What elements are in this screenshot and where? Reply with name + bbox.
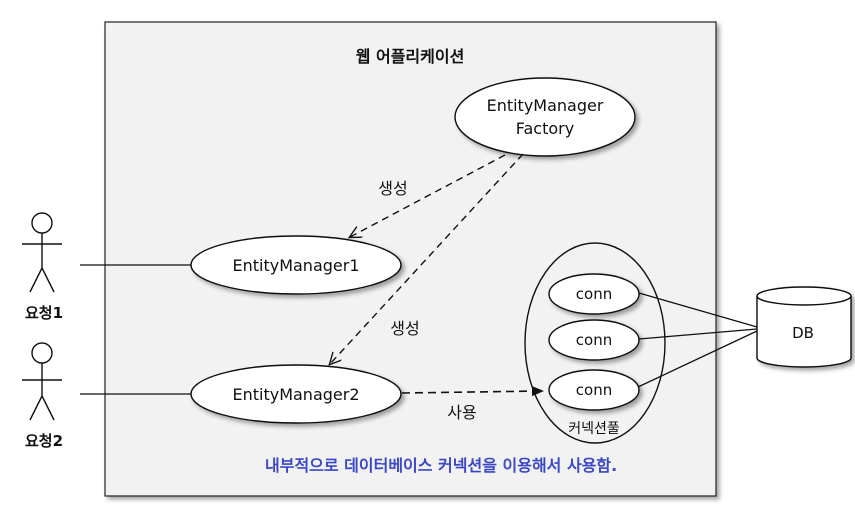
actor-1-figure: [22, 212, 62, 293]
actor-1-label: 요청1: [25, 304, 63, 322]
entity-manager-2: EntityManager2: [190, 364, 402, 424]
db-label: DB: [792, 324, 814, 342]
container-title: 웹 어플리케이션: [356, 47, 465, 66]
entity-manager-1-label: EntityManager1: [232, 256, 359, 275]
actor-2-figure: [22, 342, 62, 421]
actor-2-label: 요청2: [25, 432, 63, 450]
conn-db-line-1: [638, 292, 758, 328]
factory-label-line1: EntityManager: [487, 96, 604, 115]
connection-1: conn: [548, 273, 640, 315]
use-label: 사용: [447, 403, 476, 422]
internal-note: 내부적으로 데이터베이스 커넥션을 이용해서 사용함.: [265, 456, 617, 475]
connection-2: conn: [548, 319, 640, 361]
connection-2-label: conn: [576, 331, 612, 349]
entity-manager-factory: EntityManager Factory: [454, 77, 636, 157]
connection-3: conn: [548, 369, 640, 411]
connection-pool-label: 커넥션풀: [568, 421, 620, 437]
entity-manager-1: EntityManager1: [190, 235, 402, 295]
use-arrow: [401, 386, 544, 397]
factory-label-line2: Factory: [516, 119, 574, 138]
connection-3-label: conn: [576, 381, 612, 399]
connection-1-label: conn: [576, 285, 612, 303]
create-label-1: 생성: [378, 179, 407, 198]
entity-manager-2-label: EntityManager2: [232, 385, 359, 404]
database-cylinder: [756, 286, 852, 368]
conn-db-line-2: [638, 328, 758, 340]
create-arrow-1: [350, 154, 506, 237]
create-label-2: 생성: [390, 319, 419, 338]
conn-db-line-3: [637, 330, 758, 388]
